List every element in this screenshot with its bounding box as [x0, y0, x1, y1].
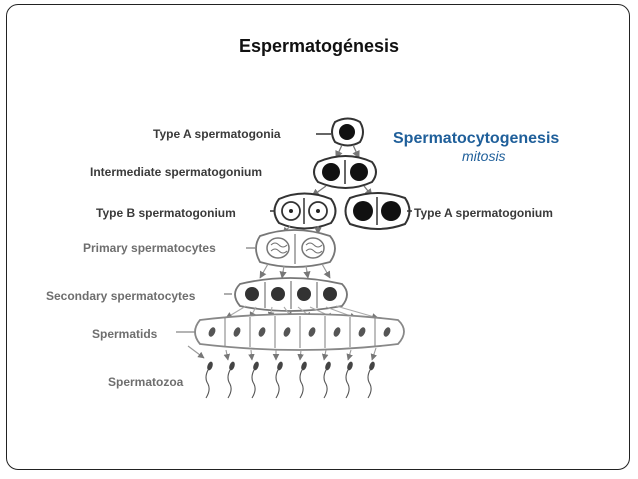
spermatozoon [323, 361, 331, 399]
slide-title: Espermatogénesis [238, 36, 400, 56]
secondary-spermatocytes-cell [224, 277, 348, 312]
intermediate-spermatogonium-cell [313, 155, 377, 189]
label-primary-spermatocytes: Primary spermatocytes [83, 241, 216, 255]
label-spermatozoa: Spermatozoa [108, 375, 184, 389]
label-spermatids: Spermatids [92, 327, 158, 341]
process-title: Spermatocytogenesis [393, 130, 560, 147]
label-secondary-spermatocytes: Secondary spermatocytes [46, 289, 196, 303]
primary-spermatocytes-cell [246, 229, 336, 268]
label-type-b-spermatogonium: Type B spermatogonium [96, 206, 236, 220]
label-type-a-spermatogonium-right: Type A spermatogonium [414, 206, 553, 220]
type-b-spermatogonium-cell [270, 192, 337, 230]
label-intermediate-spermatogonium: Intermediate spermatogonium [90, 165, 263, 179]
spermatozoa-cells [205, 361, 375, 399]
spermatozoon [299, 361, 307, 399]
spermatozoon [227, 361, 235, 399]
type-a-spermatogonium-right-cell [344, 192, 412, 230]
spermatozoon [205, 361, 213, 399]
spermatids-cell [176, 313, 405, 351]
label-type-a-spermatogonia: Type A spermatogonia [153, 127, 281, 141]
spermatozoon [251, 361, 259, 399]
spermatozoon [275, 361, 283, 399]
type-a-spermatogonia-cell [331, 117, 364, 147]
process-subtitle: mitosis [462, 148, 506, 164]
spermatozoon [345, 361, 353, 399]
spermatozoon [367, 361, 375, 399]
